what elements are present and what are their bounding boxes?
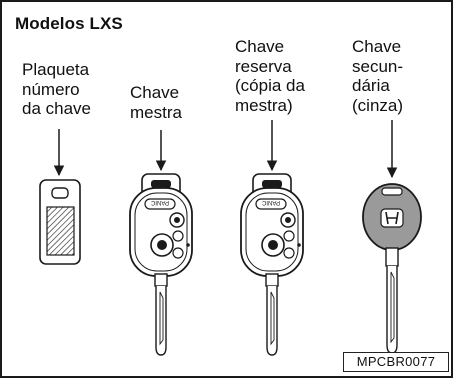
label-master-key: Chave mestra <box>130 83 182 122</box>
label-reserve-key: Chave reserva (cópia da mestra) <box>235 37 305 115</box>
label-line: da chave <box>22 99 91 118</box>
label-secondary-key: Chave secun- dária (cinza) <box>352 37 403 115</box>
label-line: (cópia da <box>235 76 305 95</box>
label-line: (cinza) <box>352 95 404 115</box>
label-line: mestra <box>130 102 182 122</box>
reference-code: MPCBR0077 <box>343 352 449 372</box>
keys-illustration: PANIC PANIC <box>39 120 422 356</box>
label-line: dária <box>352 76 390 95</box>
label-line: número <box>22 79 80 99</box>
label-line: Chave <box>130 83 180 102</box>
diagram-title: Modelos LXS <box>15 14 123 33</box>
key-number-tag <box>39 179 81 265</box>
master-key: PANIC <box>129 173 193 356</box>
label-line: Chave <box>352 37 402 56</box>
panic-button-label: PANIC <box>261 199 280 205</box>
honda-logo-icon <box>380 208 404 228</box>
label-line: Plaqueta <box>22 60 90 79</box>
reserve-key: PANIC <box>240 173 304 356</box>
label-line: secun- <box>352 56 404 76</box>
label-line: reserva <box>235 56 292 76</box>
label-line: mestra) <box>235 95 293 115</box>
secondary-key <box>362 183 422 354</box>
label-line: Chave <box>235 37 285 56</box>
label-key-number-tag: Plaqueta número da chave <box>22 60 91 119</box>
panic-button-label: PANIC <box>150 199 169 205</box>
